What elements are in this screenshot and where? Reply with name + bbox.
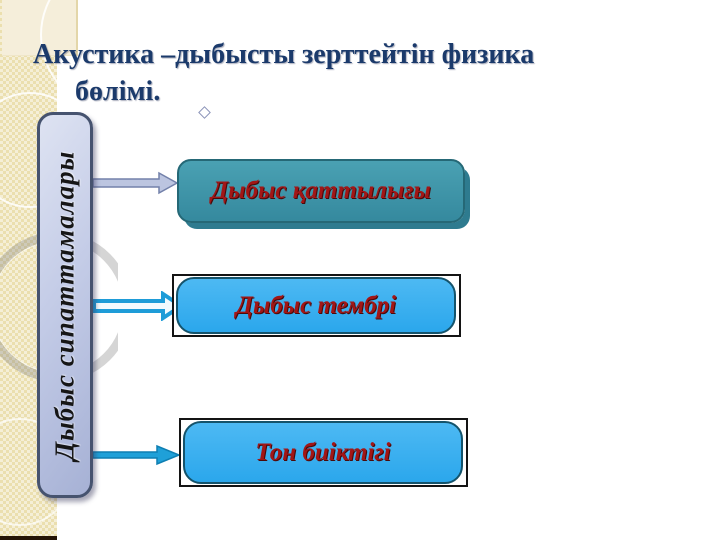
arrow-right-icon <box>93 444 181 466</box>
item-frame: Тон биіктігі <box>179 418 468 487</box>
arrow-right-icon <box>93 291 183 321</box>
item-frame: Дыбыс тембрі <box>172 274 461 337</box>
item-box-sound-timbre: Дыбыс тембрі <box>176 277 456 334</box>
category-label: Дыбыс сипаттамалары <box>49 150 80 460</box>
category-box: Дыбыс сипаттамалары <box>37 112 93 498</box>
arrow-right-icon <box>93 171 179 195</box>
page-title-line-1: Акустика –дыбысты зерттейтін физика <box>33 39 535 70</box>
item-label: Дыбыс қаттылығы <box>211 177 431 204</box>
item-box-sound-loudness: Дыбыс қаттылығы <box>177 159 465 223</box>
item-label: Тон биіктігі <box>255 438 391 466</box>
item-label: Дыбыс тембрі <box>235 291 397 319</box>
page-title: Акустика –дыбысты зерттейтін физика бөлі… <box>33 36 673 110</box>
page-title-line-2: бөлімі. <box>75 76 161 107</box>
item-box-tone-pitch: Тон биіктігі <box>183 421 463 484</box>
